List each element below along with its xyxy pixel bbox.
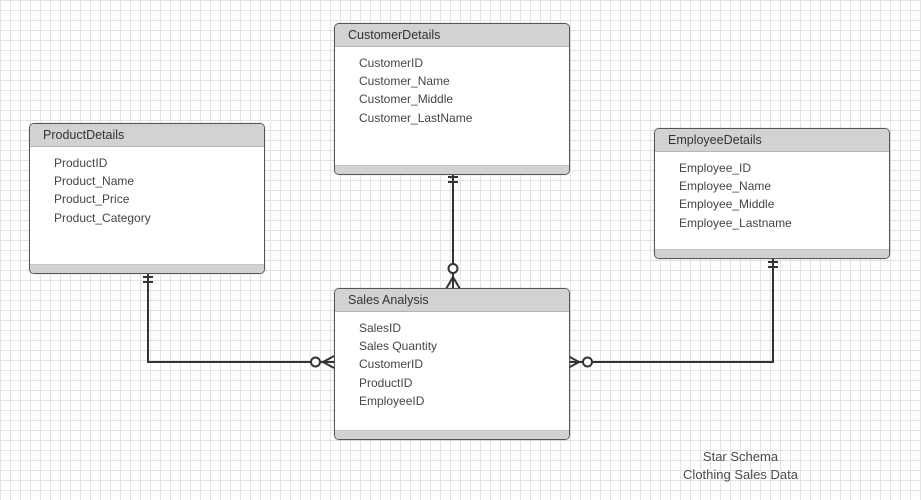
relationship-customer-sales[interactable] bbox=[445, 173, 461, 290]
entity-footer bbox=[655, 249, 889, 258]
entity-title: ProductDetails bbox=[30, 124, 264, 147]
attribute-employee-name: Employee_Name bbox=[679, 179, 772, 194]
attribute-product-id: ProductID bbox=[54, 156, 108, 170]
attribute-customer-middle: Customer_Middle bbox=[359, 92, 454, 107]
attribute-customer-id: CustomerID bbox=[359, 357, 424, 372]
attribute-customer-name: Customer_Name bbox=[359, 74, 450, 89]
attribute-employee-id: EmployeeID bbox=[359, 393, 425, 408]
attribute-product-id: ProductID bbox=[359, 375, 413, 390]
entity-footer bbox=[335, 430, 569, 439]
caption-line-1: Star Schema bbox=[702, 449, 779, 464]
entity-title: EmployeeDetails bbox=[655, 129, 889, 152]
attribute-employee-id: Employee_ID bbox=[679, 161, 752, 175]
entity-employee-details[interactable]: EmployeeDetails Employee_ID Employee_Nam… bbox=[654, 128, 890, 259]
entity-footer bbox=[30, 264, 264, 273]
zero-marker-sales-product bbox=[310, 356, 321, 368]
entity-title: Sales Analysis bbox=[335, 289, 569, 312]
attribute-customer-lastname: Customer_LastName bbox=[359, 110, 473, 125]
attribute-sales-id: SalesID bbox=[359, 321, 402, 335]
zero-marker-sales-customer bbox=[447, 263, 459, 274]
crowfoot-sales-product bbox=[322, 355, 335, 363]
attribute-customer-id: CustomerID bbox=[359, 56, 424, 70]
attribute-employee-lastname: Employee_Lastname bbox=[679, 215, 792, 230]
attribute-employee-middle: Employee_Middle bbox=[679, 197, 775, 212]
crowfoot-sales-customer bbox=[445, 276, 454, 290]
zero-marker-sales-employee bbox=[582, 356, 593, 368]
caption-line-2: Clothing Sales Data bbox=[683, 467, 798, 482]
attribute-sales-quantity: Sales Quantity bbox=[359, 339, 438, 354]
entity-sales-analysis[interactable]: Sales Analysis SalesID Sales Quantity Cu… bbox=[334, 288, 570, 440]
entity-footer bbox=[335, 165, 569, 174]
entity-title: CustomerDetails bbox=[335, 24, 569, 47]
entity-customer-details[interactable]: CustomerDetails CustomerID Customer_Name… bbox=[334, 23, 570, 175]
attribute-product-name: Product_Name bbox=[54, 174, 135, 189]
relationship-employee-sales[interactable] bbox=[567, 257, 778, 369]
entity-product-details[interactable]: ProductDetails ProductID Product_Name Pr… bbox=[29, 123, 265, 274]
diagram-caption: Star Schema Clothing Sales Data bbox=[668, 448, 813, 484]
attribute-product-price: Product_Price bbox=[54, 192, 130, 207]
attribute-product-category: Product_Category bbox=[54, 210, 151, 225]
relationship-product-sales[interactable] bbox=[143, 272, 335, 369]
